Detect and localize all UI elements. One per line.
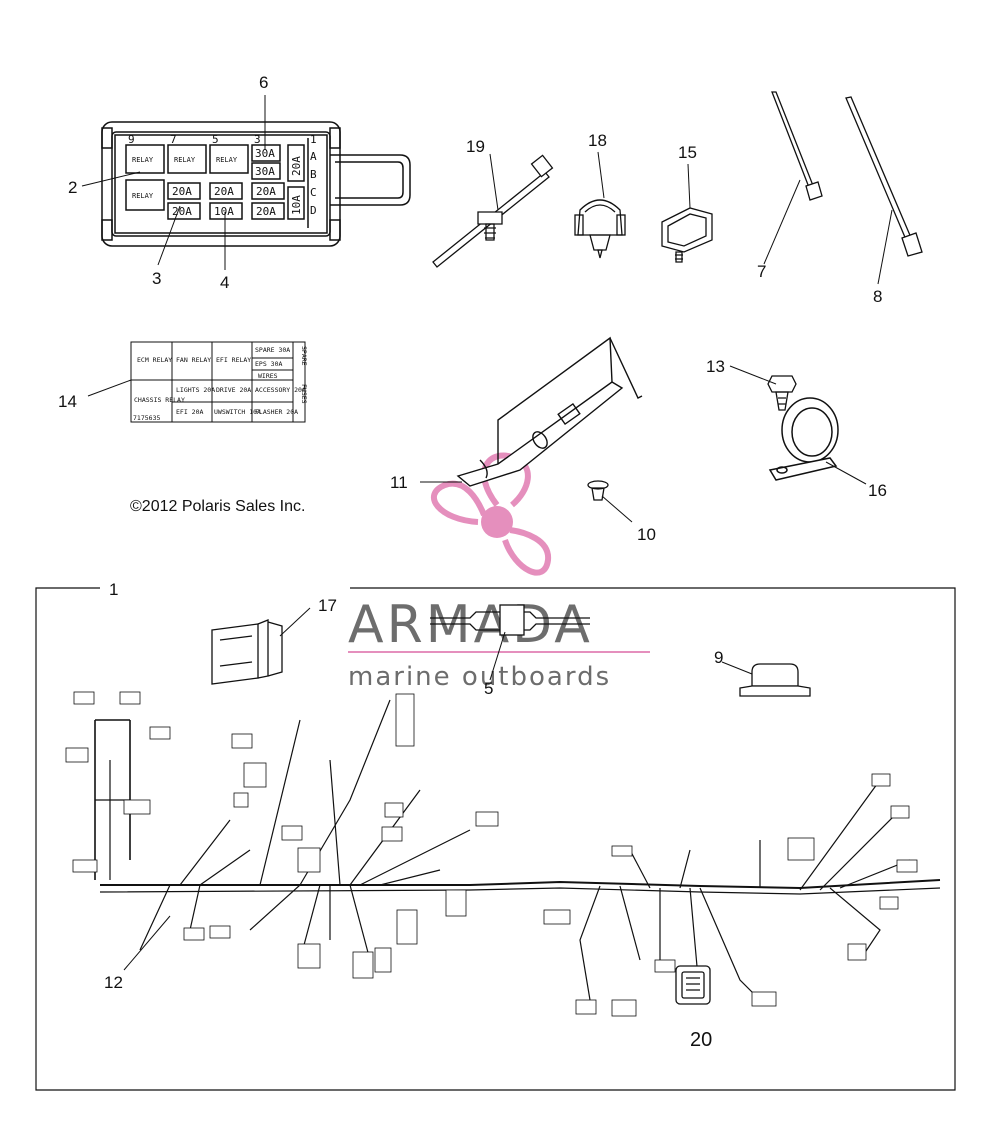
push-pin-10: [587, 480, 609, 501]
svg-text:SPARE: SPARE: [300, 346, 308, 366]
callout-3: 3: [152, 269, 161, 288]
watermark-title: ARMADA: [348, 595, 593, 655]
svg-text:C: C: [310, 186, 317, 199]
callout-7: 7: [757, 262, 766, 281]
callout-1: 1: [109, 580, 118, 599]
svg-text:FAN RELAY: FAN RELAY: [176, 356, 211, 364]
svg-text:10A: 10A: [214, 205, 234, 218]
callout-16: 16: [868, 481, 887, 500]
callout-14: 14: [58, 392, 77, 411]
callout-4: 4: [220, 273, 229, 292]
callout-5: 5: [484, 679, 493, 698]
svg-text:10A: 10A: [290, 195, 303, 215]
p-clamp-16: [768, 397, 839, 481]
callout-numbers: 1 2 3 4 5 6 7 8 9 10 11 12 13 14 15 16 1…: [58, 73, 887, 1051]
connector-17: [211, 619, 283, 685]
cover-9: [739, 663, 811, 697]
watermark-logo: ARMADA marine outboards: [348, 452, 650, 692]
fuse-holder-5: [430, 604, 590, 636]
callout-8: 8: [873, 287, 882, 306]
svg-text:B: B: [310, 168, 317, 181]
callout-20: 20: [690, 1029, 712, 1051]
cable-tie-7: [771, 91, 823, 201]
fuse-label-decal: [130, 341, 306, 423]
svg-text:ECM RELAY: ECM RELAY: [137, 356, 172, 364]
svg-text:5: 5: [212, 133, 219, 146]
cable-tie-8: [845, 96, 923, 257]
svg-text:20A: 20A: [172, 205, 192, 218]
harness-label-blocks: [65, 691, 918, 1017]
bracket-11: [456, 336, 643, 487]
svg-text:1: 1: [310, 133, 317, 146]
svg-text:FLASHER 20A: FLASHER 20A: [255, 408, 298, 416]
harness-frame: [35, 587, 956, 1091]
svg-text:20A: 20A: [256, 185, 276, 198]
svg-text:30A: 30A: [255, 165, 275, 178]
fuse-box-labels: 9 7 5 3 1 A B C D RELAY RELAY RELAY RELA…: [128, 133, 317, 218]
svg-text:LIGHTS 20A: LIGHTS 20A: [176, 386, 215, 394]
leader-lines: [81, 95, 893, 971]
callout-12: 12: [104, 973, 123, 992]
svg-text:RELAY: RELAY: [216, 156, 238, 164]
svg-text:7: 7: [170, 133, 177, 146]
svg-text:A: A: [310, 150, 317, 163]
callout-17: 17: [318, 596, 337, 615]
svg-text:20A: 20A: [214, 185, 234, 198]
callout-10: 10: [637, 525, 656, 544]
callout-11: 11: [390, 473, 408, 492]
svg-text:20A: 20A: [172, 185, 192, 198]
svg-text:EFI 20A: EFI 20A: [176, 408, 203, 416]
svg-text:FUSES: FUSES: [300, 384, 308, 404]
svg-text:CHASSIS RELAY: CHASSIS RELAY: [134, 396, 185, 404]
callout-19: 19: [466, 137, 485, 156]
bolt-13: [767, 375, 797, 411]
callout-2: 2: [68, 178, 77, 197]
cable-tie-push-mount-19: [432, 154, 554, 268]
svg-text:RELAY: RELAY: [174, 156, 196, 164]
callout-15: 15: [678, 143, 697, 162]
svg-text:ACCESSORY 20A: ACCESSORY 20A: [255, 386, 306, 394]
fuse-box: [101, 121, 411, 247]
clip-18: [574, 199, 626, 259]
svg-text:EPS 30A: EPS 30A: [255, 360, 282, 368]
svg-text:UWSWITCH 10A: UWSWITCH 10A: [214, 408, 261, 416]
svg-text:WIRES: WIRES: [258, 372, 278, 380]
propeller-hub: [481, 506, 513, 538]
fuse-label-decal-text: ECM RELAY FAN RELAY EFI RELAY SPARE 30A …: [133, 346, 308, 422]
callout-13: 13: [706, 357, 725, 376]
callout-9: 9: [714, 648, 723, 667]
watermark-subtitle: marine outboards: [348, 662, 611, 692]
svg-text:D: D: [310, 204, 317, 217]
svg-text:20A: 20A: [256, 205, 276, 218]
svg-text:DRIVE 20A: DRIVE 20A: [216, 386, 251, 394]
switch-20: [675, 965, 711, 1005]
clip-15: [661, 207, 713, 263]
callout-6: 6: [259, 73, 268, 92]
svg-text:EFI RELAY: EFI RELAY: [216, 356, 251, 364]
svg-text:3: 3: [254, 133, 261, 146]
copyright-text: ©2012 Polaris Sales Inc.: [130, 498, 305, 515]
svg-text:7175635: 7175635: [133, 414, 160, 422]
svg-text:9: 9: [128, 133, 135, 146]
svg-text:30A: 30A: [255, 147, 275, 160]
svg-text:SPARE 30A: SPARE 30A: [255, 346, 290, 354]
svg-text:RELAY: RELAY: [132, 156, 154, 164]
svg-text:RELAY: RELAY: [132, 192, 154, 200]
svg-text:20A: 20A: [290, 156, 303, 176]
callout-18: 18: [588, 131, 607, 150]
